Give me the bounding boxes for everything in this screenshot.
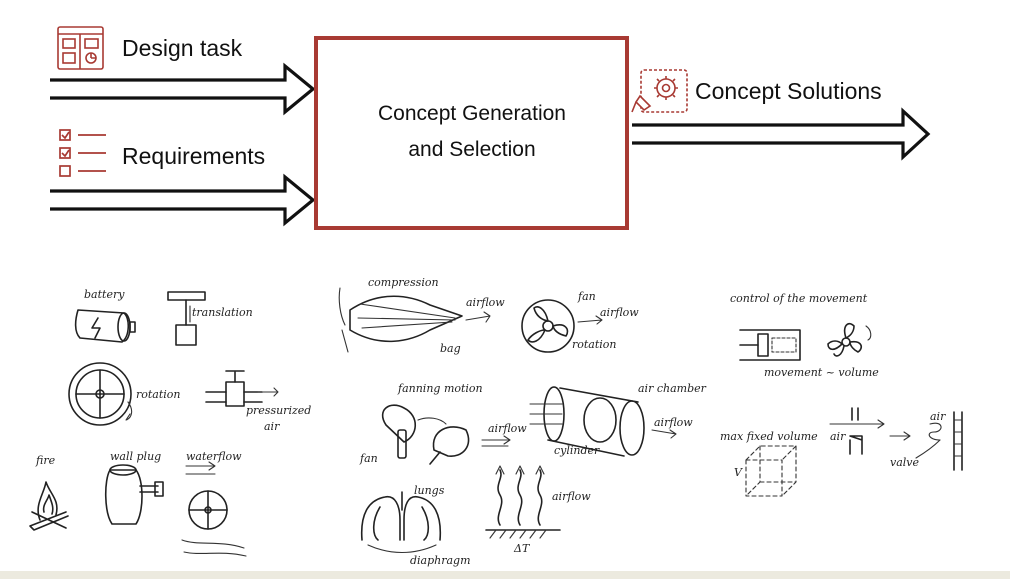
label-control-movement: control of the movement (730, 292, 868, 305)
label-bag: bag (440, 342, 461, 355)
label-air-b: air (930, 410, 946, 423)
concept-solutions-arrow (632, 107, 931, 161)
label-airflow-b: airflow (600, 306, 639, 319)
lungs-sketch (360, 491, 442, 553)
label-airflow-d: airflow (654, 416, 693, 429)
battery-sketch (74, 309, 136, 343)
label-air: air (264, 420, 280, 433)
water-wheel-sketch (181, 461, 247, 557)
fan-sketch-b (827, 322, 872, 357)
label-rotation-b: rotation (572, 338, 617, 351)
requirements-arrow (50, 173, 316, 227)
bellows-sketch (338, 287, 491, 353)
label-lungs: lungs (414, 484, 445, 497)
checklist-icon (59, 129, 106, 177)
chamber-sketch (739, 329, 801, 361)
label-airflow-c: airflow (488, 422, 527, 435)
label-air-chamber: air chamber (638, 382, 707, 395)
label-fire: fire (35, 454, 56, 467)
heat-airflow-sketch (485, 465, 561, 539)
label-translation: translation (192, 306, 253, 319)
label-rotation: rotation (136, 388, 181, 401)
document-layout-icon (57, 26, 104, 70)
label-cylinder: cylinder (554, 444, 600, 457)
design-task-arrow (50, 62, 316, 116)
process-line-1: Concept Generation (378, 102, 566, 125)
label-pressurized: pressurized (246, 404, 311, 417)
process-box (314, 36, 629, 230)
label-diaphragm: diaphragm (410, 554, 471, 567)
piston-sketch (167, 291, 206, 346)
label-airflow-e: airflow (552, 490, 591, 503)
fan-sketch-a (521, 299, 603, 353)
design-task-label: Design task (122, 35, 243, 61)
label-waterflow: waterflow (186, 450, 242, 463)
label-compression: compression (368, 276, 439, 289)
label-fanning-motion: fanning motion (397, 382, 483, 395)
valve-sketch (205, 370, 279, 407)
cube-sketch (745, 445, 797, 497)
process-line-2: and Selection (408, 138, 536, 161)
concept-solutions-label: Concept Solutions (695, 78, 882, 104)
cylinder-sketch (529, 386, 677, 457)
label-wall-plug: wall plug (110, 450, 161, 463)
label-delta-t: ΔT (513, 542, 531, 555)
wall-plug-sketch (104, 464, 164, 525)
label-v: V (734, 466, 743, 479)
fire-sketch (29, 481, 69, 531)
label-battery: battery (84, 288, 125, 301)
label-fan-b: fan (359, 452, 378, 465)
hand-fan-sketch (381, 404, 511, 465)
gear-pencil-icon (631, 69, 688, 113)
label-movement-volume: movement ~ volume (764, 366, 879, 379)
process-title: Concept Generation and Selection (318, 96, 626, 168)
label-airflow-a: airflow (466, 296, 505, 309)
requirements-label: Requirements (122, 143, 266, 169)
label-air-a: air (830, 430, 846, 443)
label-valve: valve (890, 456, 920, 469)
wheel-sketch (68, 362, 133, 426)
label-max-fixed-volume: max fixed volume (720, 430, 818, 443)
bottom-strip (0, 571, 1010, 579)
label-fan-a: fan (577, 290, 596, 303)
valve-flow-sketch (829, 407, 963, 471)
